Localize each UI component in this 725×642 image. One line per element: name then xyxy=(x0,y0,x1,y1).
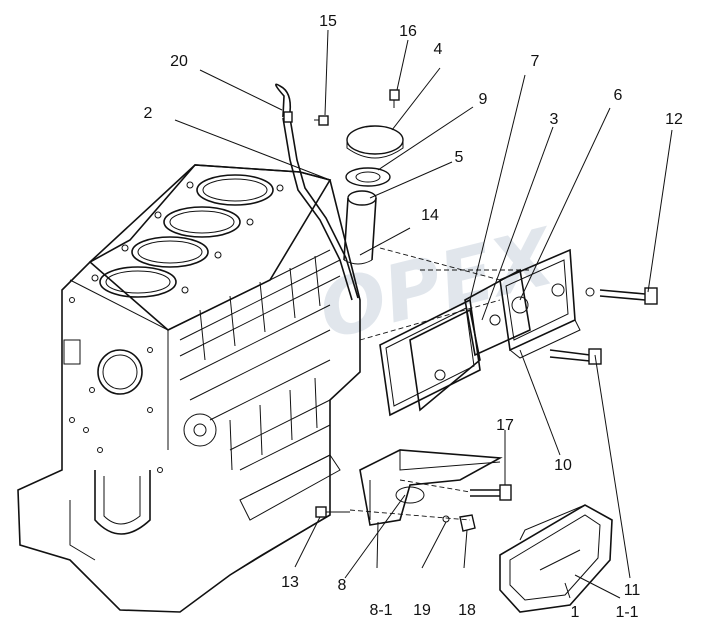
callout-1: 1 xyxy=(571,604,580,621)
assembly-dashed-lines xyxy=(349,247,530,521)
nut-18-washer-19 xyxy=(442,514,476,532)
callout-labels: 15 16 20 4 7 2 9 6 12 3 5 14 10 11 17 13… xyxy=(144,13,683,621)
bolt-11 xyxy=(549,348,602,365)
bolt-12 xyxy=(585,287,658,305)
callout-16: 16 xyxy=(399,23,417,40)
callout-9: 9 xyxy=(479,91,488,108)
oil-filler-parts xyxy=(343,125,404,265)
callout-1-1: 1-1 xyxy=(615,604,638,621)
callout-10: 10 xyxy=(554,457,572,474)
callout-14: 14 xyxy=(421,207,439,224)
callout-12: 12 xyxy=(665,111,683,128)
callout-4: 4 xyxy=(434,41,443,58)
mounting-bracket-8 xyxy=(359,449,503,526)
callout-11: 11 xyxy=(624,582,641,599)
callout-3: 3 xyxy=(550,111,559,128)
callout-20: 20 xyxy=(170,53,188,70)
stud-13 xyxy=(315,506,350,518)
support-bracket-1 xyxy=(499,504,613,613)
bolt-16 xyxy=(389,89,400,108)
callout-8: 8 xyxy=(338,577,347,594)
callout-13: 13 xyxy=(281,574,299,591)
callout-7: 7 xyxy=(531,53,540,70)
callout-2: 2 xyxy=(144,105,153,122)
callout-5: 5 xyxy=(455,149,464,166)
callout-18: 18 xyxy=(458,602,476,619)
bolt-17 xyxy=(470,484,512,501)
dipstick-assembly xyxy=(275,83,359,301)
bolt-15 xyxy=(314,115,329,126)
housing-6 xyxy=(499,248,581,359)
callout-8-1: 8-1 xyxy=(369,602,392,619)
callout-17: 17 xyxy=(496,417,514,434)
callout-19: 19 xyxy=(413,602,431,619)
leader-lines xyxy=(174,29,673,599)
engine-block xyxy=(17,164,361,613)
callout-15: 15 xyxy=(319,13,337,30)
callout-6: 6 xyxy=(614,87,623,104)
